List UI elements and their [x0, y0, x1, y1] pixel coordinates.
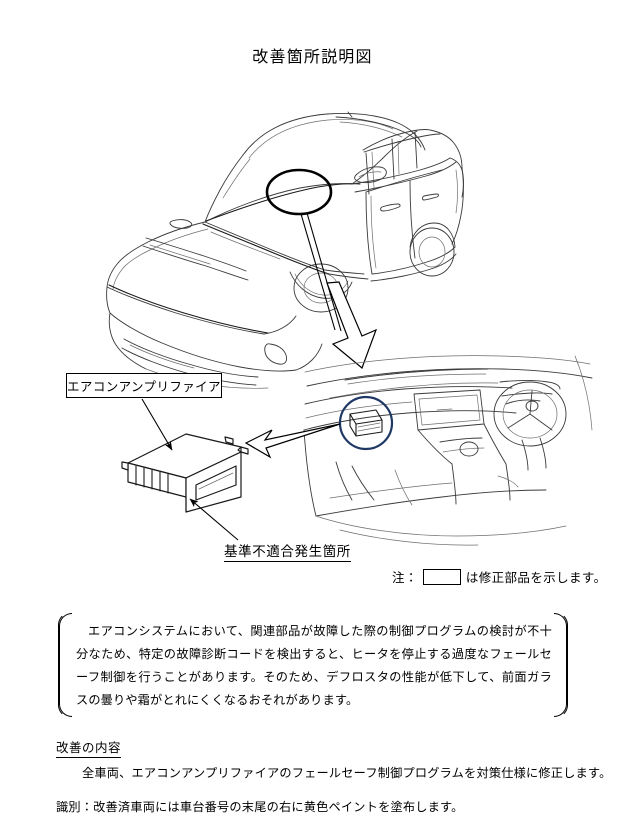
callout-amplifier-label: エアコンアンプリファイア: [66, 373, 222, 398]
vehicle-exterior-group: [106, 111, 464, 389]
description-bracket-block: エアコンシステムにおいて、関連部品が故障した際の制御プログラムの検討が不十分なた…: [58, 612, 568, 718]
interior-highlight-circle: [338, 395, 394, 451]
exterior-to-interior-arrow: [326, 281, 378, 370]
amplifier-leader-line: [141, 398, 173, 451]
interior-to-part-arrow: [244, 423, 341, 459]
identification-body: 識別：改善済車両には車台番号の末尾の右に黄色ペイントを塗布します。: [56, 800, 464, 814]
bracket-left: [58, 612, 72, 718]
vehicle-interior-group: [303, 355, 593, 546]
callout-defect-label: 基準不適合発生箇所: [224, 540, 351, 562]
legend-note-suffix: は修正部品を示します。: [465, 570, 607, 585]
defect-leader-line: [189, 498, 239, 541]
bracket-right: [554, 612, 568, 718]
amplifier-part-drawing: [121, 433, 249, 513]
description-paragraph: エアコンシステムにおいて、関連部品が故障した際の制御プログラムの検討が不十分なた…: [76, 624, 552, 707]
legend-swatch-box: [422, 568, 461, 585]
legend-note-prefix: 注：: [392, 570, 418, 585]
improvement-body: 全車両、エアコンアンプリファイアのフェールセーフ制御プログラムを対策仕様に修正し…: [82, 766, 612, 780]
improvement-heading: 改善の内容: [56, 737, 122, 758]
page-title: 改善箇所説明図: [252, 47, 373, 66]
amplifier-in-dash: [349, 409, 383, 437]
legend-note: 注： は修正部品を示します。: [392, 567, 606, 586]
exterior-highlight-ellipse: [265, 168, 333, 216]
